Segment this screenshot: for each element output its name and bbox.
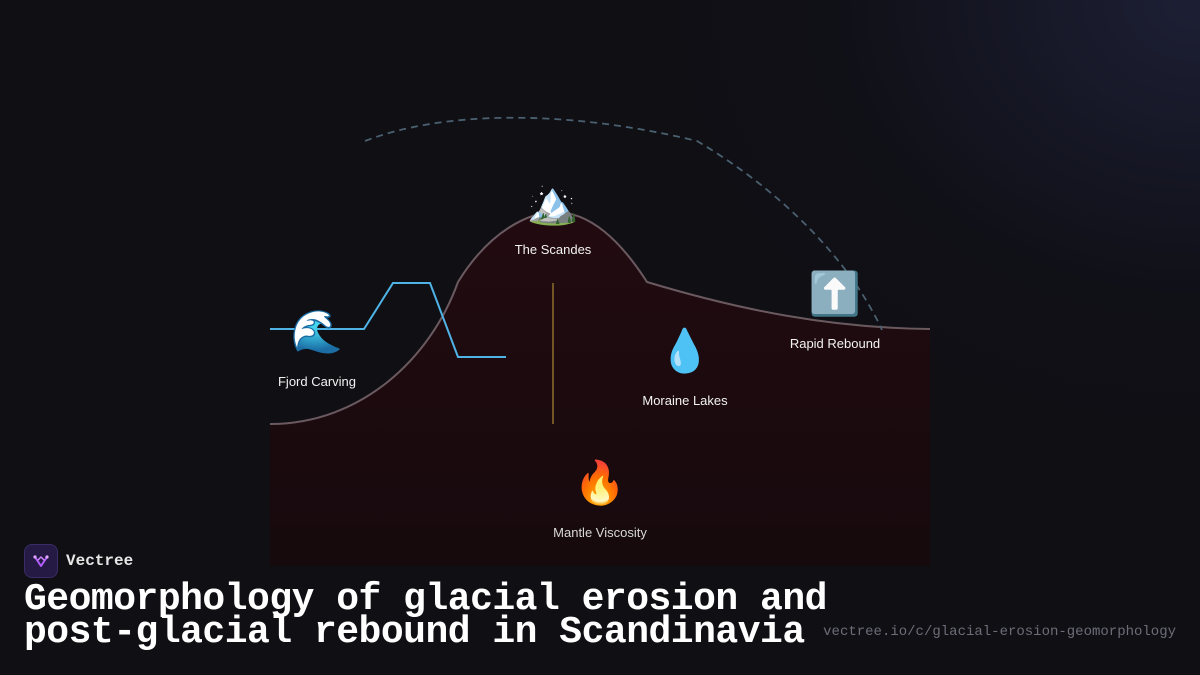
terrain-cross-section (270, 212, 930, 566)
node-label-fjord: Fjord Carving (277, 374, 357, 389)
page-title: Geomorphology of glacial erosion and pos… (24, 578, 827, 654)
terrain-outline (269, 210, 931, 425)
droplet-icon: 💧 (658, 326, 712, 375)
brand-name: Vectree (66, 552, 134, 570)
node-label-mantle: Mantle Viscosity (553, 525, 647, 540)
title-line-1: Geomorphology of glacial erosion and (24, 578, 827, 621)
node-label-moraine: Moraine Lakes (642, 393, 728, 408)
wave-icon: 🌊 (290, 307, 344, 356)
node-label-scandes: The Scandes (514, 242, 592, 257)
title-line-2: post-glacial rebound in Scandinavia (24, 611, 805, 654)
source-url: vectree.io/c/glacial-erosion-geomorpholo… (823, 624, 1176, 640)
vectree-logo-icon (24, 544, 58, 578)
brand: Vectree (24, 544, 133, 578)
mountain-icon: 🏔️ (526, 178, 580, 227)
up-arrow-icon: ⬆️ (808, 269, 862, 318)
fire-icon: 🔥 (573, 458, 627, 507)
node-label-rebound: Rapid Rebound (789, 336, 881, 351)
fjord-profile-line (270, 282, 506, 358)
ice-sheet-arc (364, 116, 883, 331)
